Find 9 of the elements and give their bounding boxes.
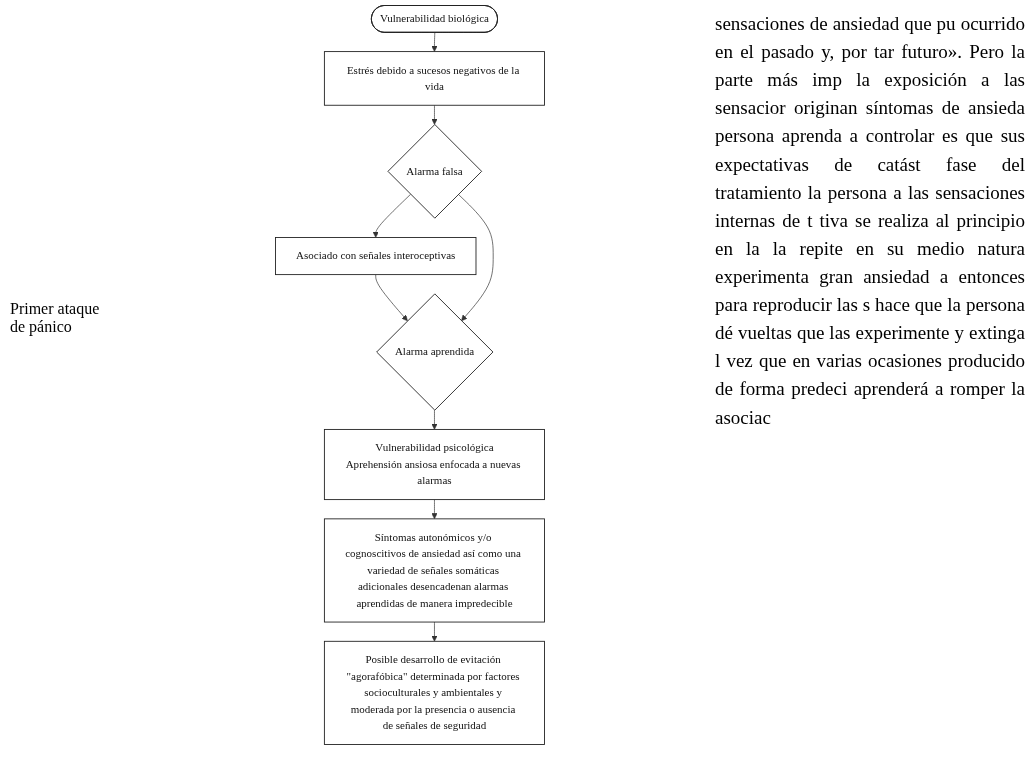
node-box: Vulnerabilidad psicológica Aprehensión ansiosa enfocada a nuevas alarmas bbox=[323, 429, 545, 501]
body-paragraph: sensaciones de ansiedad que pu ocurrido en el pasado y, por tar futuro». Pero la parte más imp la exposición a las sensacior originan síntomas de ansieda persona aprenda a controlar es que sus expectativas de catást fase del tratamiento la persona a las sensaciones internas de t tiva se realiza al principio en la la repite en su medio natura experimenta gran ansiedad a entonces para reproducir las s hace que la persona dé vueltas que las experimente y extinga l vez que en varias ocasiones producido de forma predeci aprenderá a romper la asociac bbox=[715, 12, 1025, 430]
node-diamond: Alarma falsa bbox=[387, 124, 483, 219]
node-box: Síntomas autonómicos y/o cognoscitivos de ansiedad así como una variedad de señales somáticas adicionales desencadenan alarmas aprendidas de manera impredecible bbox=[323, 518, 545, 623]
node-box: Asociado con señales interoceptivas bbox=[275, 237, 477, 276]
node-diamond: Alarma aprendida bbox=[376, 293, 494, 411]
node-box: Posible desarrollo de evitación "agorafóbica" determinada por factores socioculturales y ambientales y moderada por la presencia o ausencia de señales de seguridad bbox=[323, 640, 545, 745]
stage-label: Primer ataque de pánico bbox=[10, 300, 101, 336]
node-box: Estrés debido a sucesos negativos de la vida bbox=[323, 51, 545, 106]
